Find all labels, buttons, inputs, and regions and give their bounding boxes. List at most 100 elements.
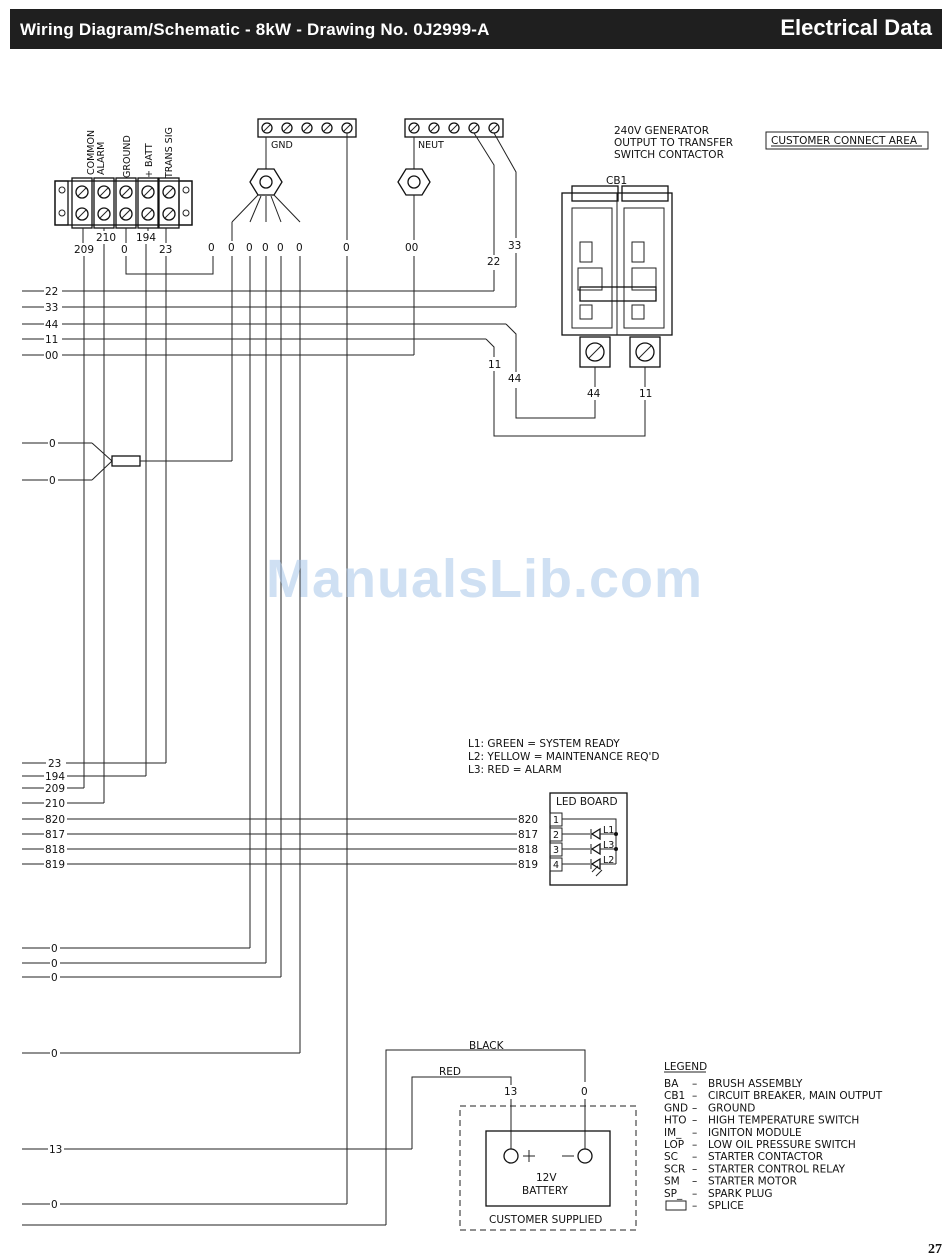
legend-dash: – xyxy=(692,1139,697,1151)
customer-connect-box: CUSTOMER CONNECT AREA xyxy=(765,131,929,150)
svg-text:L3: RED = ALARM: L3: RED = ALARM xyxy=(468,764,562,776)
legend-code: LOP xyxy=(664,1139,684,1151)
legend-code: SP_ xyxy=(664,1188,683,1200)
svg-text:L3: L3 xyxy=(603,840,614,851)
svg-text:0: 0 xyxy=(49,475,56,487)
wire-label-23: 23 xyxy=(159,244,172,256)
battery-voltage: 12V xyxy=(536,1172,557,1184)
ground-drops xyxy=(231,222,348,1204)
svg-text:819: 819 xyxy=(518,859,538,871)
legend-dash: – xyxy=(692,1090,697,1102)
legend-code: BA xyxy=(664,1078,679,1090)
battery-name: BATTERY xyxy=(522,1185,568,1197)
watermark: ManualsLib.com xyxy=(266,549,704,609)
gnd-label: GND xyxy=(271,140,293,151)
label-common: COMMON xyxy=(86,130,97,175)
page-number: 27 xyxy=(928,1242,942,1257)
led-board-title: LED BOARD xyxy=(556,796,618,808)
legend-desc: STARTER MOTOR xyxy=(708,1176,797,1188)
label-alarm: ALARM xyxy=(96,142,107,175)
circuit-breaker-cb1: CB1 44 11 11 44 xyxy=(488,175,673,437)
svg-text:13: 13 xyxy=(504,1086,517,1098)
legend-code: SC xyxy=(664,1151,678,1163)
label-ground: GROUND xyxy=(122,135,133,178)
wire-label-209: 209 xyxy=(74,244,94,256)
legend-code: SM xyxy=(664,1176,680,1188)
splice-group: 0 0 xyxy=(22,438,232,487)
legend-dash: – xyxy=(692,1115,697,1127)
svg-text:817: 817 xyxy=(45,829,65,841)
page-title: Wiring Diagram/Schematic - 8kW - Drawing… xyxy=(20,20,490,39)
neutral-bar: NEUT 00 22 33 xyxy=(397,118,521,268)
svg-text:OUTPUT TO TRANSFER: OUTPUT TO TRANSFER xyxy=(614,137,733,149)
terminal-screws xyxy=(71,177,180,229)
battery-icon xyxy=(485,1130,611,1207)
wire-11: 11 xyxy=(45,334,58,346)
signal-wires: 23 194 209 210 xyxy=(22,758,166,810)
svg-text:240V GENERATOR: 240V GENERATOR xyxy=(614,125,709,137)
gnd-wire-0a: 0 xyxy=(208,242,215,254)
wire-00: 00 xyxy=(45,350,58,362)
svg-text:2: 2 xyxy=(553,830,559,841)
page-header: Wiring Diagram/Schematic - 8kW - Drawing… xyxy=(10,9,942,49)
svg-text:0: 0 xyxy=(51,943,58,955)
wire-black-label: BLACK xyxy=(469,1040,505,1052)
svg-text:L1: GREEN = SYSTEM READY: L1: GREEN = SYSTEM READY xyxy=(468,738,620,750)
legend-desc: IGNITON MODULE xyxy=(708,1127,802,1139)
gnd-wire-0f: 0 xyxy=(296,242,303,254)
neut-wire-33: 33 xyxy=(508,240,521,252)
svg-text:210: 210 xyxy=(45,798,65,810)
legend-desc: SPLICE xyxy=(708,1200,744,1212)
legend-desc: STARTER CONTROL RELAY xyxy=(708,1163,846,1175)
legend-dash: – xyxy=(692,1127,697,1139)
ground-wires: 0 0 0 0 13 0 xyxy=(22,943,412,1226)
wire-44: 44 xyxy=(45,319,59,331)
svg-text:0: 0 xyxy=(581,1086,588,1098)
legend-desc: STARTER CONTACTOR xyxy=(708,1151,823,1163)
wire-label-11-mid: 11 xyxy=(488,359,501,371)
legend-desc: SPARK PLUG xyxy=(708,1188,773,1200)
svg-text:CUSTOMER CONNECT AREA: CUSTOMER CONNECT AREA xyxy=(771,135,918,147)
led-wires: 820 817 818 819 xyxy=(22,814,517,871)
svg-text:820: 820 xyxy=(518,814,538,826)
svg-text:L2: YELLOW = MAINTENANCE RE: L2: YELLOW = MAINTENANCE REQ'D xyxy=(468,751,660,763)
wire-label-210: 210 xyxy=(96,232,116,244)
gnd-wire-0d: 0 xyxy=(262,242,269,254)
svg-text:13: 13 xyxy=(49,1144,62,1156)
output-wires: 22 33 44 11 00 xyxy=(22,253,517,372)
cb1-label: CB1 xyxy=(606,175,627,187)
gnd-wire-0e: 0 xyxy=(277,242,284,254)
svg-text:23: 23 xyxy=(48,758,61,770)
legend-code: SCR xyxy=(664,1163,685,1175)
svg-text:819: 819 xyxy=(45,859,65,871)
svg-text:4: 4 xyxy=(553,860,559,871)
wire-red-label: RED xyxy=(439,1066,461,1078)
led-key: L1: GREEN = SYSTEM READY L2: YELLOW = MA… xyxy=(468,738,660,776)
svg-text:3: 3 xyxy=(553,845,559,856)
signal-drops xyxy=(82,228,167,803)
svg-text:194: 194 xyxy=(45,771,65,783)
legend-dash: – xyxy=(692,1151,697,1163)
legend-dash: – xyxy=(692,1200,697,1212)
legend-desc: HIGH TEMPERATURE SWITCH xyxy=(708,1115,859,1127)
legend-code: HTO xyxy=(664,1115,687,1127)
legend-dash: – xyxy=(692,1188,697,1200)
svg-text:820: 820 xyxy=(45,814,65,826)
svg-text:L1: L1 xyxy=(603,825,614,836)
legend-dash: – xyxy=(692,1163,697,1175)
generator-note: 240V GENERATOR OUTPUT TO TRANSFER SWITCH… xyxy=(614,125,733,161)
svg-text:818: 818 xyxy=(45,844,65,856)
svg-text:0: 0 xyxy=(51,1199,58,1211)
neut-wire-22: 22 xyxy=(487,256,500,268)
gnd-wire-0b: 0 xyxy=(228,242,235,254)
svg-text:818: 818 xyxy=(518,844,538,856)
splice-icon xyxy=(111,455,141,467)
gnd-wire-0c: 0 xyxy=(246,242,253,254)
legend-desc: GROUND xyxy=(708,1102,755,1114)
legend-desc: CIRCUIT BREAKER, MAIN OUTPUT xyxy=(708,1090,883,1102)
wire-label-44-mid: 44 xyxy=(508,373,522,385)
legend-title: LEGEND xyxy=(664,1061,707,1073)
legend-desc: BRUSH ASSEMBLY xyxy=(708,1078,803,1090)
legend-dash: – xyxy=(692,1176,697,1188)
